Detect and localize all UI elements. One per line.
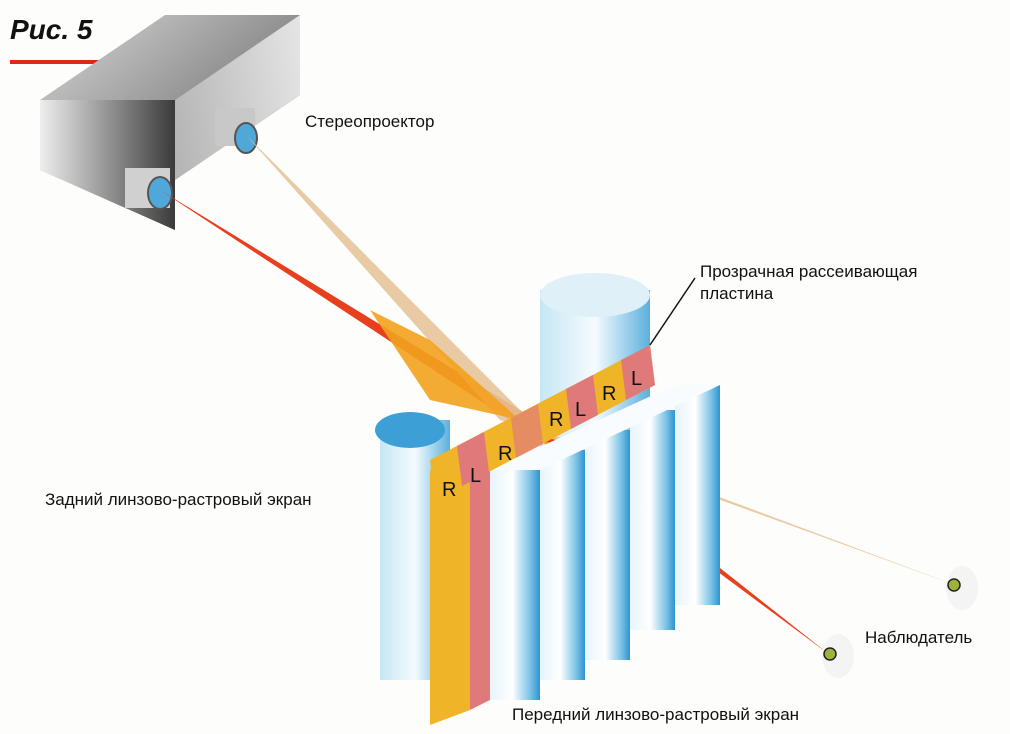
- diffuser-label-line2: пластина: [700, 284, 774, 303]
- rear-screen-label: Задний линзово-растровый экран: [45, 490, 312, 509]
- stereo-projector: [40, 15, 300, 230]
- diffuser-label-line1: Прозрачная рассеивающая: [700, 262, 918, 281]
- strip-letter: L: [470, 465, 481, 487]
- diffuser-leader-line: [649, 277, 696, 346]
- front-screen-label: Передний линзово-растровый экран: [512, 705, 800, 724]
- projector-label: Стереопроектор: [305, 112, 435, 131]
- left-lens-icon: [147, 176, 173, 210]
- strip-letters: R L R R L R L: [442, 368, 642, 501]
- diffuser-plate: [430, 345, 655, 500]
- right-eye-icon: [946, 566, 978, 610]
- strip-letter: L: [575, 399, 586, 421]
- front-lenticular-screen: [430, 385, 720, 725]
- strip-letter: R: [549, 409, 563, 431]
- strip-letter: R: [442, 479, 456, 501]
- title-underline: [10, 60, 110, 64]
- strip-letter: R: [602, 383, 616, 405]
- strip-letter: R: [498, 443, 512, 465]
- strip-letter: L: [631, 368, 642, 390]
- right-lens-icon: [234, 122, 258, 154]
- observer-eyes: [822, 566, 978, 678]
- observer-label: Наблюдатель: [865, 628, 973, 647]
- figure-title: Рис. 5: [10, 14, 93, 45]
- left-eye-icon: [822, 634, 854, 678]
